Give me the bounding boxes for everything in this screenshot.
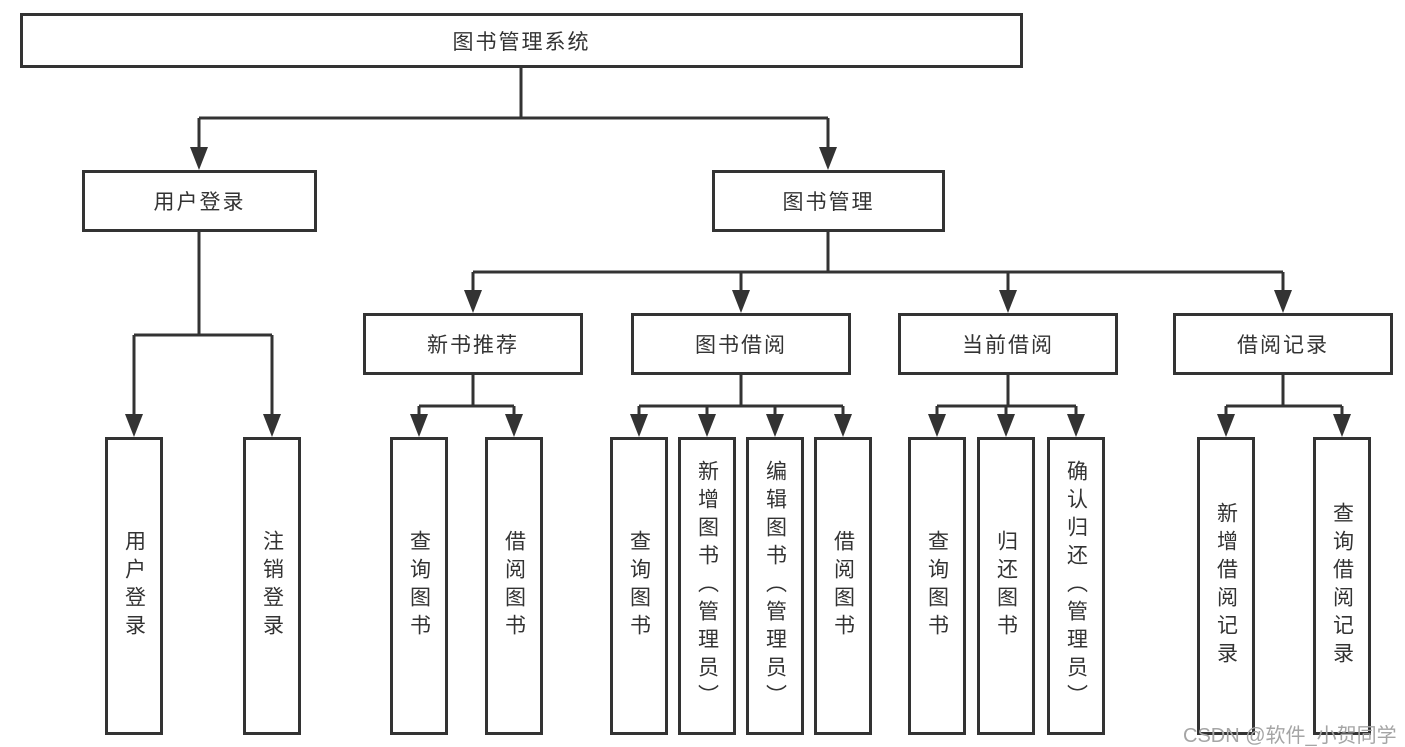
arrowhead-leaf-confirm-return [1067, 414, 1085, 437]
arrowhead-leaf-borrow-book-b [834, 414, 852, 437]
leaf-borrow-books-newrec: 借阅图书 [485, 437, 543, 735]
leaf-borrow-books-borrowing-label: 借阅图书 [831, 530, 855, 642]
node-borrowing-records-label: 借阅记录 [1237, 334, 1329, 357]
node-borrowing-records: 借阅记录 [1173, 313, 1393, 375]
connector-bookmgmt-to-level3 [471, 232, 1285, 295]
node-current-borrowing-label: 当前借阅 [962, 334, 1054, 357]
csdn-watermark: CSDN @软件_小贺同学 [1183, 725, 1397, 747]
arrowhead-leaf-query-book-c [928, 414, 946, 437]
leaf-query-books-current-label: 查询图书 [925, 530, 949, 642]
arrowhead-leaf-query-book-b [630, 414, 648, 437]
leaf-return-books-label: 归还图书 [994, 530, 1018, 642]
leaf-confirm-return-admin-label: 确认归还（管理员） [1064, 460, 1088, 712]
node-new-book-recommendation: 新书推荐 [363, 313, 583, 375]
leaf-query-books-newrec-label: 查询图书 [407, 530, 431, 642]
connector-borrowrecord-leaves [1224, 375, 1344, 420]
leaf-borrow-books-newrec-label: 借阅图书 [502, 530, 526, 642]
leaf-query-borrow-record-label: 查询借阅记录 [1330, 502, 1354, 670]
leaf-query-books-borrowing-label: 查询图书 [627, 530, 651, 642]
leaf-edit-books-admin: 编辑图书（管理员） [746, 437, 804, 735]
node-current-borrowing: 当前借阅 [898, 313, 1118, 375]
leaf-user-login: 用户登录 [105, 437, 163, 735]
connector-currentborrow-leaves [935, 375, 1078, 420]
leaf-user-login-label: 用户登录 [122, 530, 146, 642]
arrowhead-user-login [190, 147, 208, 170]
node-library-management-system: 图书管理系统 [20, 13, 1023, 68]
node-book-management: 图书管理 [712, 170, 945, 232]
arrowhead-leaf-borrow-book-a [505, 414, 523, 437]
node-book-borrowing-label: 图书借阅 [695, 334, 787, 357]
arrowhead-current-borrow [999, 290, 1017, 313]
leaf-query-books-newrec: 查询图书 [390, 437, 448, 735]
arrowhead-book-borrow [732, 290, 750, 313]
arrowhead-new-book-rec [464, 290, 482, 313]
node-library-management-system-label: 图书管理系统 [452, 30, 591, 54]
leaf-add-books-admin-label: 新增图书（管理员） [695, 460, 719, 712]
arrowhead-leaf-add-record [1217, 414, 1235, 437]
leaf-logout: 注销登录 [243, 437, 301, 735]
arrowhead-borrow-record [1274, 290, 1292, 313]
arrowhead-leaf-edit-book [766, 414, 784, 437]
arrowhead-leaf-return-book [997, 414, 1015, 437]
arrowhead-leaf-user-login [125, 414, 143, 437]
leaf-query-books-current: 查询图书 [908, 437, 966, 735]
leaf-borrow-books-borrowing: 借阅图书 [814, 437, 872, 735]
connector-userlogin-leaves [132, 232, 274, 420]
connector-bookborrow-leaves [637, 375, 845, 420]
leaf-logout-label: 注销登录 [260, 530, 284, 642]
leaf-add-borrow-record: 新增借阅记录 [1197, 437, 1255, 735]
leaf-return-books: 归还图书 [977, 437, 1035, 735]
arrowhead-book-management [819, 147, 837, 170]
leaf-add-borrow-record-label: 新增借阅记录 [1214, 502, 1238, 670]
arrowhead-leaf-add-book [698, 414, 716, 437]
leaf-query-books-borrowing: 查询图书 [610, 437, 668, 735]
connector-root-to-level2 [197, 68, 830, 152]
leaf-confirm-return-admin: 确认归还（管理员） [1047, 437, 1105, 735]
node-user-login: 用户登录 [82, 170, 317, 232]
leaf-edit-books-admin-label: 编辑图书（管理员） [763, 460, 787, 712]
node-user-login-label: 用户登录 [153, 191, 246, 214]
leaf-add-books-admin: 新增图书（管理员） [678, 437, 736, 735]
node-book-management-label: 图书管理 [782, 191, 875, 214]
node-book-borrowing: 图书借阅 [631, 313, 851, 375]
arrowhead-leaf-query-book-a [410, 414, 428, 437]
connector-newbookrec-leaves [417, 375, 516, 420]
arrowhead-leaf-query-record [1333, 414, 1351, 437]
arrowhead-leaf-logout [263, 414, 281, 437]
node-new-book-recommendation-label: 新书推荐 [427, 334, 519, 357]
leaf-query-borrow-record: 查询借阅记录 [1313, 437, 1371, 735]
